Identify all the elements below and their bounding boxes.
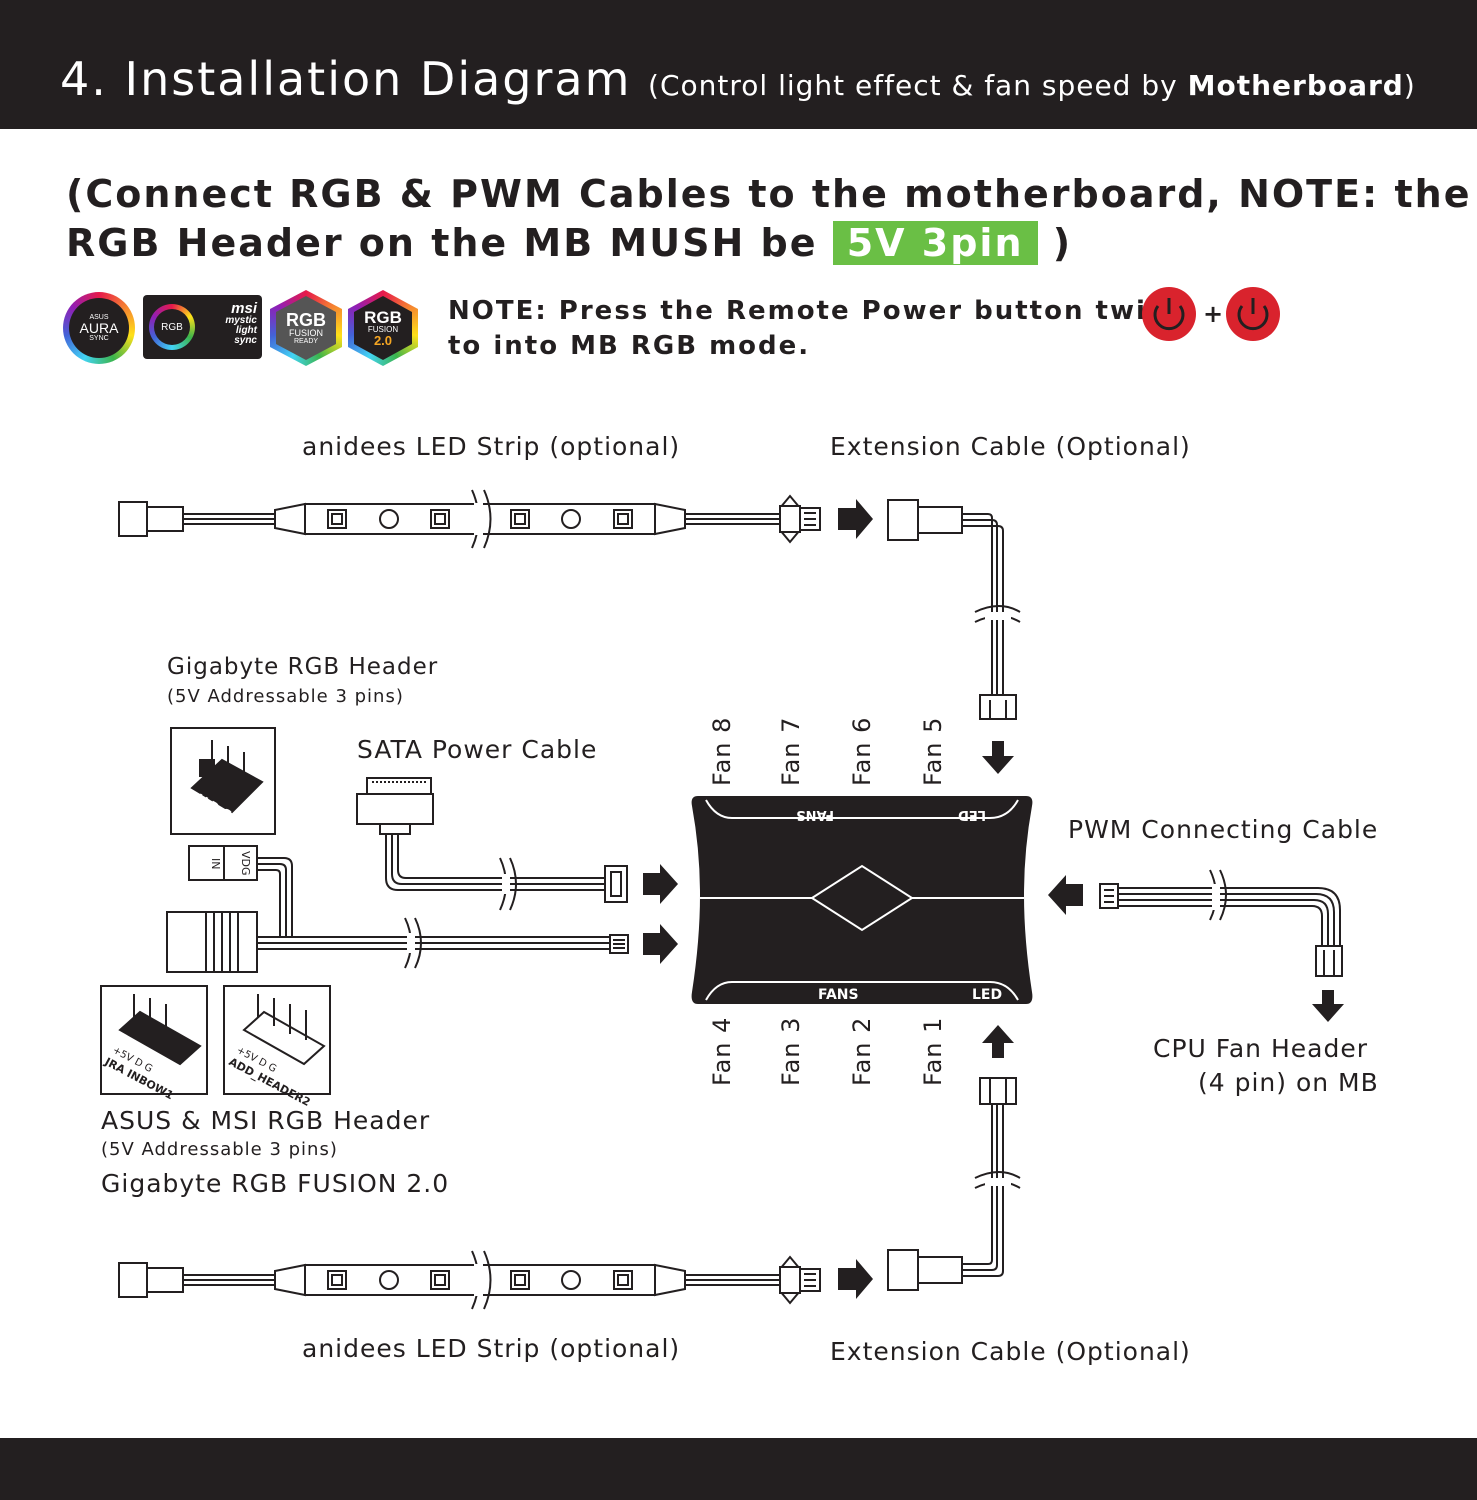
gigabyte-header-label: Gigabyte RGB Header — [167, 654, 439, 680]
intro-line-2-end: ) — [1037, 221, 1073, 265]
extension-cable-top — [887, 499, 1021, 720]
fan-3-label: Fan 3 — [777, 1016, 805, 1086]
plus-sign: + — [1203, 300, 1223, 328]
fusion-ready-fusion: FUSION — [288, 328, 323, 338]
voltage-highlight: 5V 3pin — [832, 221, 1038, 265]
asus-logo-main: AURA — [79, 320, 119, 336]
jra-header-name: JRA INBOW1 — [102, 1055, 176, 1103]
gigabyte-header-sublabel: (5V Addressable 3 pins) — [167, 686, 404, 707]
fan-8-label: Fan 8 — [708, 716, 736, 786]
fan-6-label: Fan 6 — [848, 716, 876, 786]
fusion2-rgb: RGB — [364, 308, 402, 327]
arrow-right-icon — [838, 499, 873, 539]
asus-logo-sub: SYNC — [89, 335, 109, 342]
hub-top-led-text: LED — [958, 807, 986, 822]
remote-note: NOTE: Press the Remote Power button twic… — [448, 294, 1184, 364]
led-strip-top — [118, 489, 821, 549]
adapter-in-label: IN — [209, 858, 222, 869]
add-header-illustration: +5V D G ADD_HEADER2 — [223, 985, 331, 1109]
extension-cable-bottom — [887, 1077, 1021, 1291]
hub-top-fans-text: FANS — [796, 807, 834, 822]
msi-logo-rgb: RGB — [154, 309, 190, 345]
sata-power-cable — [356, 777, 628, 911]
intro-line-1: (Connect RGB & PWM Cables to the motherb… — [66, 172, 1472, 216]
fan-hub: FANS LED FANS LED — [691, 796, 1033, 1004]
fusion-ready-rgb: RGB — [286, 310, 326, 330]
fan-7-label: Fan 7 — [777, 716, 805, 786]
fan-2-label: Fan 2 — [848, 1016, 876, 1086]
arrow-down-icon — [1312, 990, 1344, 1022]
intro-line-2: RGB Header on the MB MUSH be 5V 3pin ) — [66, 219, 1471, 268]
subtitle-bold: Motherboard — [1187, 69, 1404, 102]
led-strip-bottom — [118, 1250, 821, 1310]
cpu-fan-header-sublabel: (4 pin) on MB — [1198, 1068, 1379, 1097]
footer-bar — [0, 1438, 1477, 1500]
subtitle-suffix: ) — [1403, 69, 1416, 102]
add-header-name: ADD_HEADER2 — [227, 1055, 313, 1109]
title-text: 4. Installation Diagram — [60, 52, 632, 106]
note-line-2: to into MB RGB mode. — [448, 331, 811, 361]
note-line-1: NOTE: Press the Remote Power button twic… — [448, 296, 1184, 326]
gigabyte-pin-labels: V D G — [195, 791, 234, 822]
msi-logo-line2: light — [235, 325, 257, 336]
fan-5-label: Fan 5 — [919, 716, 947, 786]
fusion2-fusion: FUSION — [367, 325, 399, 334]
arrow-right-icon — [643, 864, 678, 904]
rgb-fusion-ready-logo: RGB FUSION READY — [270, 290, 342, 366]
jra-inbow-header-illustration: +5V D G JRA INBOW1 — [100, 985, 208, 1103]
intro-text: (Connect RGB & PWM Cables to the motherb… — [66, 170, 1471, 268]
cpu-fan-header-label: CPU Fan Header — [1153, 1034, 1369, 1063]
subtitle-prefix: (Control light effect & fan speed by — [648, 69, 1188, 102]
extension-cable-top-label: Extension Cable (Optional) — [830, 432, 1191, 461]
msi-logo-line1: mystic — [225, 315, 257, 326]
pwm-connecting-cable — [1099, 869, 1343, 977]
asus-aura-sync-logo: ASUS AURA SYNC — [63, 292, 135, 364]
adapter-vdg-label: VDG — [239, 851, 252, 876]
fan-1-label: Fan 1 — [919, 1016, 947, 1086]
msi-logo-brand: msi — [231, 300, 257, 317]
fan-4-label: Fan 4 — [708, 1016, 736, 1086]
page-title: 4. Installation Diagram (Control light e… — [60, 52, 1416, 106]
hub-bottom-led-text: LED — [972, 987, 1002, 1003]
msi-mystic-light-sync-logo: RGB msi mystic light sync — [143, 295, 262, 359]
sata-cable-label: SATA Power Cable — [357, 735, 598, 764]
arrow-up-icon — [982, 1025, 1014, 1058]
jra-pin-labels: +5V D G — [111, 1045, 154, 1075]
led-strip-bottom-label: anidees LED Strip (optional) — [302, 1334, 681, 1363]
arrow-right-icon — [643, 924, 678, 964]
intro-line-2-text: RGB Header on the MB MUSH be — [66, 221, 833, 265]
rgb-fusion-2-logo: RGB FUSION 2.0 — [348, 290, 418, 366]
asus-logo-brand: ASUS — [89, 314, 109, 321]
header-bar: 4. Installation Diagram (Control light e… — [0, 0, 1477, 129]
pwm-cable-label: PWM Connecting Cable — [1068, 815, 1379, 844]
fusion2-version: 2.0 — [373, 333, 393, 348]
arrow-left-icon — [1048, 875, 1083, 915]
hub-bottom-fans-text: FANS — [818, 987, 859, 1003]
arrow-down-icon — [982, 741, 1014, 774]
extension-cable-bottom-label: Extension Cable (Optional) — [830, 1337, 1191, 1366]
led-strip-top-label: anidees LED Strip (optional) — [302, 432, 681, 461]
gigabyte-fusion-label: Gigabyte RGB FUSION 2.0 — [101, 1169, 450, 1198]
fusion-ready-ready: READY — [293, 338, 319, 345]
title-subtitle: (Control light effect & fan speed by Mot… — [648, 69, 1416, 102]
msi-logo-line3: sync — [234, 335, 257, 346]
arrow-right-icon — [838, 1259, 873, 1299]
gigabyte-rgb-header-illustration: V D G — [170, 727, 276, 835]
add-pin-labels: +5V D G — [235, 1045, 278, 1075]
asus-msi-header-label: ASUS & MSI RGB Header — [101, 1106, 431, 1135]
power-button-icon-2 — [1226, 287, 1280, 341]
argb-adapter-cable: IN VDG — [166, 845, 629, 973]
asus-msi-header-sublabel: (5V Addressable 3 pins) — [101, 1139, 338, 1160]
